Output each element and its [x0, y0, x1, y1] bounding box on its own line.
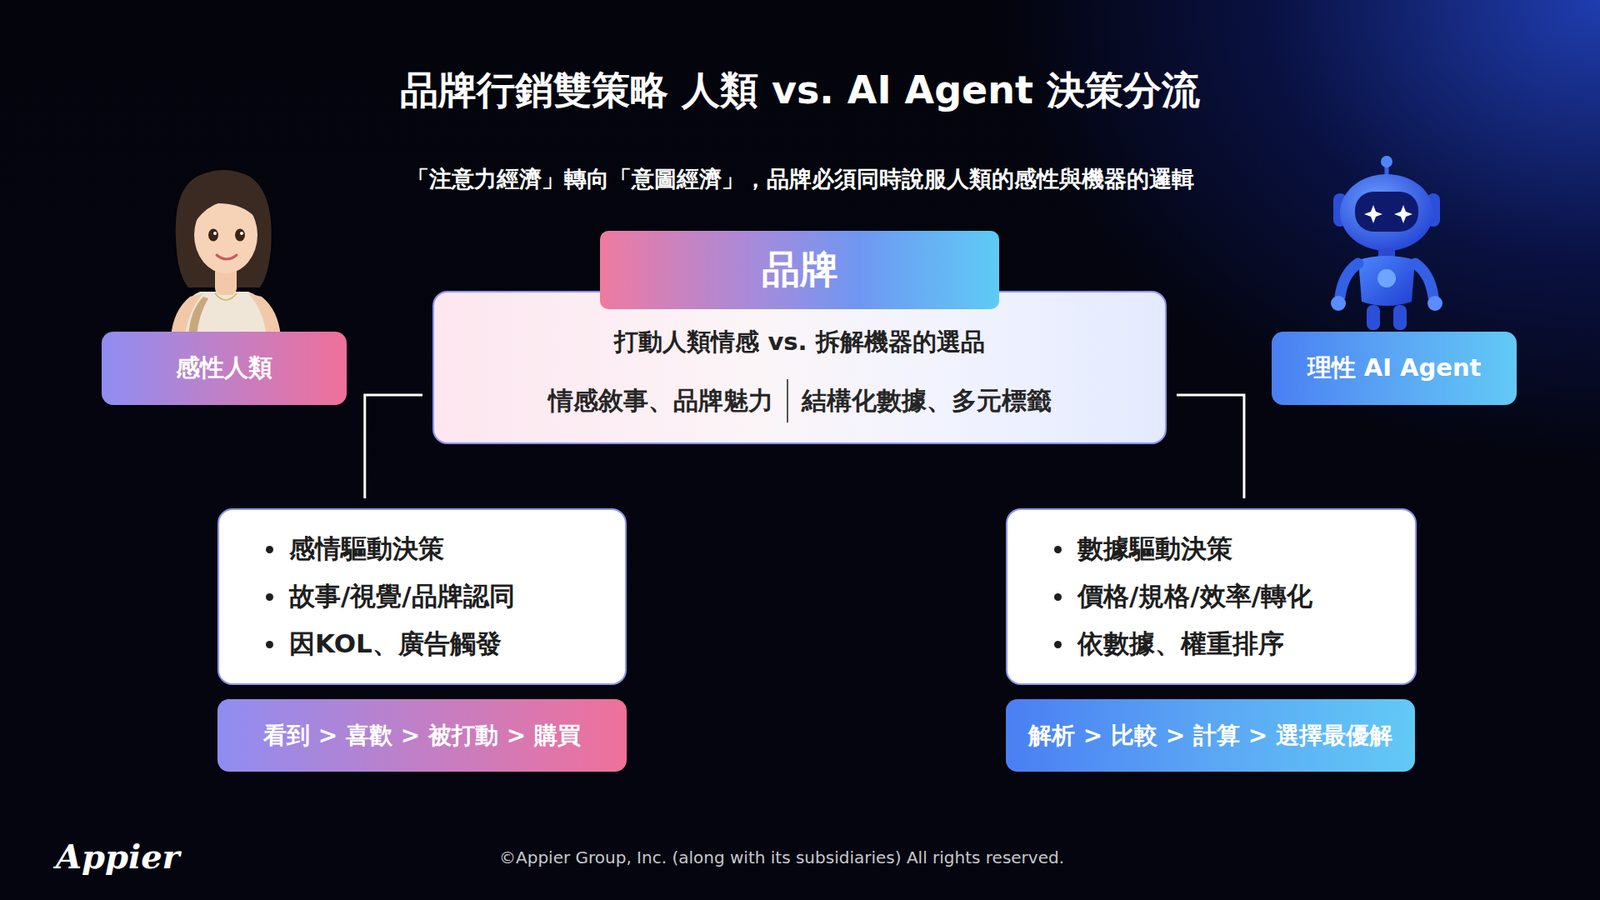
bullet-item: 感情驅動決策	[289, 525, 609, 574]
bullet-item: 價格/規格/效率/轉化	[1077, 573, 1399, 621]
strategy-point: 結構化數據、多元標籤	[801, 384, 1052, 419]
bullet-item: 因KOL、廣告觸發	[289, 620, 609, 669]
brand-tab: 品牌	[600, 230, 1000, 310]
strategy-point: 情感敘事、品牌魅力	[548, 384, 774, 419]
bullet-item: 數據驅動決策	[1077, 525, 1399, 574]
human-traits-box: 感情驅動決策故事/視覺/品牌認同因KOL、廣告觸發	[217, 508, 627, 685]
strategy-heading: 打動人類情感 vs. 拆解機器的選品	[614, 325, 985, 360]
human-flow: 看到 > 喜歡 > 被打動 > 購買	[217, 699, 627, 772]
bullet-dot	[265, 640, 274, 649]
agent-flow: 解析 > 比較 > 計算 > 選擇最優解	[1005, 699, 1415, 772]
human-label: 感性人類	[101, 331, 347, 405]
brand-logo: Appier	[55, 836, 180, 876]
divider-line	[786, 379, 789, 423]
bullet-text: 數據驅動決策	[1077, 531, 1233, 567]
bracket-connector	[1176, 395, 1245, 499]
node-text: 解析 > 比較 > 計算 > 選擇最優解	[1028, 720, 1393, 752]
title: 品牌行銷雙策略 人類 vs. AI Agent 決策分流	[0, 65, 1600, 117]
bullet-text: 因KOL、廣告觸發	[289, 626, 502, 662]
brand-strategy-box: 打動人類情感 vs. 拆解機器的選品情感敘事、品牌魅力結構化數據、多元標籤	[432, 290, 1167, 445]
node-text: 品牌	[761, 244, 839, 296]
bullet-item: 故事/視覺/品牌認同	[289, 573, 609, 621]
bullet-dot	[1054, 593, 1062, 601]
node-text: 理性 AI Agent	[1307, 351, 1482, 385]
bullet-text: 價格/規格/效率/轉化	[1077, 579, 1313, 615]
subtitle: 「注意力經濟」轉向「意圖經濟」，品牌必須同時說服人類的感性與機器的邏輯	[406, 164, 1195, 195]
bullet-dot	[265, 545, 274, 554]
bracket-connector	[365, 395, 423, 499]
bullet-item: 依數據、權重排序	[1077, 620, 1399, 669]
bullet-text: 故事/視覺/品牌認同	[289, 579, 515, 615]
bullet-dot	[1054, 545, 1062, 554]
robot-figure	[1330, 155, 1443, 330]
bullet-text: 感情驅動決策	[289, 531, 445, 567]
bullet-dot	[265, 593, 274, 601]
bullet-text: 依數據、權重排序	[1077, 626, 1285, 662]
node-text: 感性人類	[175, 351, 273, 385]
agent-label: 理性 AI Agent	[1271, 331, 1517, 405]
strategy-row: 情感敘事、品牌魅力結構化數據、多元標籤	[548, 379, 1052, 423]
copyright: ©Appier Group, Inc. (along with its subs…	[499, 847, 1065, 868]
node-text: 看到 > 喜歡 > 被打動 > 購買	[263, 720, 581, 752]
bullet-dot	[1054, 640, 1062, 649]
woman-figure	[170, 170, 281, 337]
agent-traits-box: 數據驅動決策價格/規格/效率/轉化依數據、權重排序	[1005, 508, 1417, 685]
